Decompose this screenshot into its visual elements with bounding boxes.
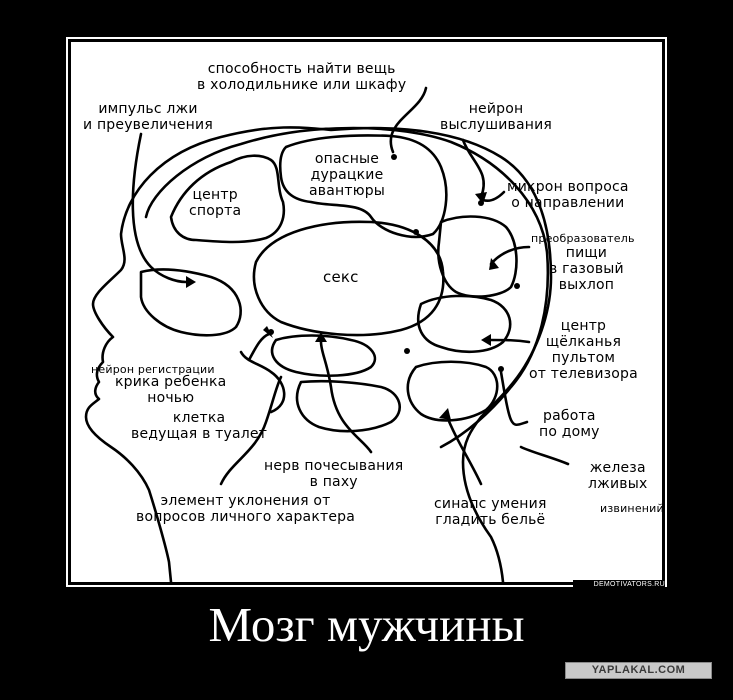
lobe-toilet [270,334,377,377]
label-baby-1: нейрон регистрации [91,363,215,376]
poster-title: Мозг мужчины [208,597,525,652]
lobe-lie [139,268,242,337]
pointer-scratch [319,340,373,454]
label-lie: импульс лжи и преувеличения [83,101,213,133]
pointer-converter [489,245,531,266]
head-outline [84,126,553,582]
pointer-fridge [389,86,428,154]
label-gland-2: извинений [600,502,664,515]
site-badge: YAPLAKAL.COM [565,662,712,679]
pointer-listen [461,138,485,199]
site-badge-label: YAPLAKAL.COM [591,664,686,676]
label-remote: центр щёлканья пультом от телевизора [529,318,638,382]
label-gland-1: железа лживых [588,460,648,492]
label-housework: работа по дому [539,408,600,440]
label-question: микрон вопроса о направлении [507,179,629,211]
lobe-scratch [295,379,401,433]
pointer-question [481,190,506,203]
pointer-lie [131,132,188,284]
label-iron: синапс умения гладить бельё [434,496,547,528]
lobe-converter [437,215,518,298]
label-baby-2: крика ребенка ночью [115,374,227,406]
watermark: DEMOTIVATORS.RU [573,580,665,589]
label-sex: секс [323,268,359,286]
label-sport: центр спорта [189,187,242,219]
label-converter-1: преобразователь [531,232,635,245]
pointer-toilet [239,350,286,414]
arrowheads [186,192,499,420]
lobe-sport [169,154,286,244]
pointer-iron [444,412,483,486]
pointer-housework [499,370,529,427]
label-listen: нейрон выслушивания [440,101,553,133]
brain-outline [144,126,550,449]
pointer-remote [489,338,531,344]
label-converter-2: пищи в газовый выхлоп [549,245,624,293]
brain-drawing [84,86,570,582]
lobe-remote [416,294,512,354]
label-dangerous: опасные дурацкие авантюры [309,151,386,199]
label-fridge: способность найти вещь в холодильнике ил… [197,61,407,93]
pointer-baby [247,332,271,362]
brain-illustration: способность найти вещь в холодильнике ил… [71,42,664,582]
pointer-gland [519,445,570,466]
label-scratch: нерв почесывания в паху [264,458,404,490]
pointer-dodge [219,375,283,486]
lobe-sex [252,220,445,337]
lobe-iron [406,360,499,422]
label-dodge: элемент уклонения от вопросов личного ха… [136,493,356,525]
label-toilet: клетка ведущая в туалет [131,410,268,442]
neuron-dots [268,154,520,372]
